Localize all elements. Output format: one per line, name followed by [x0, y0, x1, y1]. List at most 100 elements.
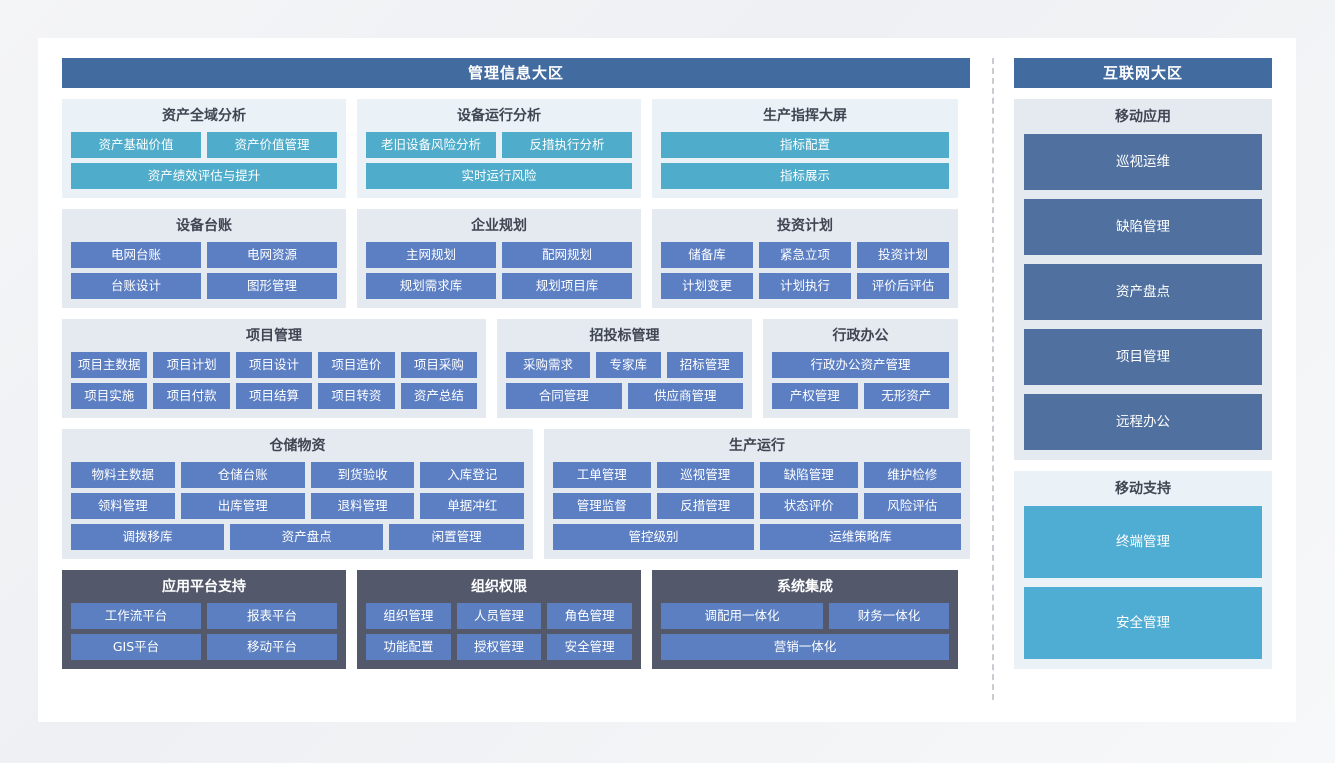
module-tile[interactable]: 领料管理 — [71, 493, 175, 519]
module-tile[interactable]: 资产盘点 — [230, 524, 384, 550]
module-tile[interactable]: 项目结算 — [235, 383, 313, 409]
module-card: 仓储物资物料主数据仓储台账到货验收入库登记领料管理出库管理退料管理单据冲红调拨移… — [62, 429, 533, 559]
module-tile[interactable]: 组织管理 — [366, 603, 451, 629]
module-tile[interactable]: 行政办公资产管理 — [772, 352, 949, 378]
module-tile[interactable]: 计划变更 — [661, 273, 753, 299]
module-tile[interactable]: 工作流平台 — [71, 603, 201, 629]
module-tile[interactable]: 规划需求库 — [366, 273, 496, 299]
module-tile[interactable]: 调配用一体化 — [661, 603, 823, 629]
module-tile[interactable]: 实时运行风险 — [366, 163, 632, 189]
module-tile[interactable]: 项目转资 — [318, 383, 395, 409]
module-tile[interactable]: 终端管理 — [1024, 506, 1262, 578]
management-region-header: 管理信息大区 — [62, 58, 970, 88]
tile-row: 采购需求专家库招标管理 — [506, 352, 743, 378]
module-tile[interactable]: 招标管理 — [666, 352, 743, 378]
card-title: 仓储物资 — [269, 438, 326, 454]
module-tile[interactable]: 资产总结 — [400, 383, 478, 409]
module-tile[interactable]: GIS平台 — [71, 634, 201, 660]
module-tile[interactable]: 项目计划 — [153, 352, 230, 378]
module-tile[interactable]: 资产基础价值 — [71, 132, 201, 158]
module-tile[interactable]: 电网台账 — [71, 242, 201, 268]
module-tile[interactable]: 仓储台账 — [180, 462, 305, 488]
tile-row: 资产绩效评估与提升 — [71, 163, 337, 189]
module-tile[interactable]: 授权管理 — [456, 634, 542, 660]
module-tile[interactable]: 安全管理 — [547, 634, 633, 660]
module-tile[interactable]: 指标展示 — [661, 163, 949, 189]
module-tile[interactable]: 安全管理 — [1024, 587, 1262, 659]
module-tile[interactable]: 角色管理 — [547, 603, 633, 629]
module-tile[interactable]: 运维策略库 — [760, 524, 961, 550]
module-tile[interactable]: 项目付款 — [153, 383, 230, 409]
module-tile[interactable]: 产权管理 — [772, 383, 858, 409]
card-title: 设备运行分析 — [457, 108, 541, 124]
module-tile[interactable]: 退料管理 — [310, 493, 415, 519]
module-tile[interactable]: 专家库 — [596, 352, 661, 378]
module-tile[interactable]: 紧急立项 — [759, 242, 851, 268]
tile-row: 项目实施项目付款项目结算项目转资资产总结 — [71, 383, 478, 409]
module-tile[interactable]: 项目采购 — [400, 352, 478, 378]
module-tile[interactable]: 调拨移库 — [71, 524, 225, 550]
module-tile[interactable]: 人员管理 — [456, 603, 542, 629]
module-tile[interactable]: 供应商管理 — [627, 383, 743, 409]
module-tile[interactable]: 评价后评估 — [857, 273, 949, 299]
tile-row: 营销一体化 — [661, 634, 949, 660]
module-tile[interactable]: 缺陷管理 — [760, 462, 858, 488]
architecture-diagram-panel: 管理信息大区 资产全域分析资产基础价值资产价值管理资产绩效评估与提升设备运行分析… — [38, 38, 1296, 722]
module-tile[interactable]: 到货验收 — [310, 462, 415, 488]
module-tile[interactable]: 规划项目库 — [502, 273, 632, 299]
module-tile[interactable]: 采购需求 — [506, 352, 590, 378]
tile-row: 实时运行风险 — [366, 163, 632, 189]
module-tile[interactable]: 资产价值管理 — [207, 132, 337, 158]
module-tile[interactable]: 报表平台 — [207, 603, 337, 629]
module-tile[interactable]: 项目主数据 — [71, 352, 148, 378]
module-tile[interactable]: 远程办公 — [1024, 394, 1262, 450]
module-tile[interactable]: 无形资产 — [863, 383, 949, 409]
module-tile[interactable]: 维护检修 — [863, 462, 961, 488]
module-tile[interactable]: 电网资源 — [207, 242, 337, 268]
module-tile[interactable]: 反措执行分析 — [502, 132, 632, 158]
module-tile[interactable]: 计划执行 — [759, 273, 851, 299]
module-tile[interactable]: 储备库 — [661, 242, 753, 268]
module-tile[interactable]: 项目设计 — [235, 352, 313, 378]
internet-region: 互联网大区 移动应用巡视运维缺陷管理资产盘点项目管理远程办公移动支持终端管理安全… — [1014, 58, 1272, 700]
module-tile[interactable]: 营销一体化 — [661, 634, 949, 660]
group-title: 移动应用 — [1115, 109, 1171, 125]
module-tile[interactable]: 巡视管理 — [656, 462, 754, 488]
module-tile[interactable]: 入库登记 — [420, 462, 525, 488]
module-tile[interactable]: 工单管理 — [553, 462, 651, 488]
module-tile[interactable]: 主网规划 — [366, 242, 496, 268]
module-tile[interactable]: 物料主数据 — [71, 462, 175, 488]
tile-row: 规划需求库规划项目库 — [366, 273, 632, 299]
module-tile[interactable]: 财务一体化 — [829, 603, 949, 629]
module-tile[interactable]: 台账设计 — [71, 273, 201, 299]
module-tile[interactable]: 移动平台 — [207, 634, 337, 660]
module-tile[interactable]: 反措管理 — [656, 493, 754, 519]
module-tile[interactable]: 资产绩效评估与提升 — [71, 163, 337, 189]
module-tile[interactable]: 闲置管理 — [389, 524, 524, 550]
tile-row: 计划变更计划执行评价后评估 — [661, 273, 949, 299]
module-tile[interactable]: 管理监督 — [553, 493, 651, 519]
module-tile[interactable]: 项目实施 — [71, 383, 148, 409]
module-tile[interactable]: 风险评估 — [863, 493, 961, 519]
module-tile[interactable]: 图形管理 — [207, 273, 337, 299]
card-title: 设备台账 — [176, 218, 232, 234]
module-tile[interactable]: 缺陷管理 — [1024, 199, 1262, 255]
card-title: 系统集成 — [777, 579, 833, 595]
module-tile[interactable]: 出库管理 — [180, 493, 305, 519]
module-card: 系统集成调配用一体化财务一体化营销一体化 — [652, 570, 958, 669]
management-region-body: 资产全域分析资产基础价值资产价值管理资产绩效评估与提升设备运行分析老旧设备风险分… — [62, 99, 970, 669]
module-tile[interactable]: 资产盘点 — [1024, 264, 1262, 320]
module-tile[interactable]: 配网规划 — [502, 242, 632, 268]
module-tile[interactable]: 项目管理 — [1024, 329, 1262, 385]
module-tile[interactable]: 项目造价 — [318, 352, 395, 378]
module-tile[interactable]: 单据冲红 — [420, 493, 525, 519]
module-tile[interactable]: 老旧设备风险分析 — [366, 132, 496, 158]
module-tile[interactable]: 投资计划 — [857, 242, 949, 268]
tile-row: 功能配置授权管理安全管理 — [366, 634, 633, 660]
module-tile[interactable]: 功能配置 — [366, 634, 451, 660]
module-tile[interactable]: 合同管理 — [506, 383, 622, 409]
module-tile[interactable]: 指标配置 — [661, 132, 949, 158]
module-tile[interactable]: 状态评价 — [760, 493, 858, 519]
module-tile[interactable]: 巡视运维 — [1024, 134, 1262, 190]
module-tile[interactable]: 管控级别 — [553, 524, 754, 550]
